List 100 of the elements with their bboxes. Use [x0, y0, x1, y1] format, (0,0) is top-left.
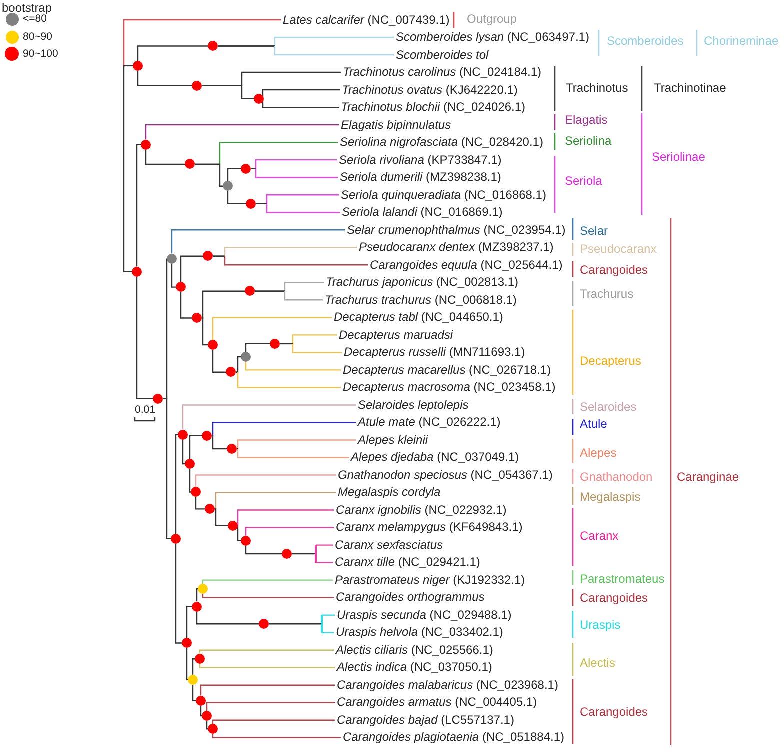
bootstrap-dot	[141, 140, 151, 150]
bootstrap-dot	[227, 444, 237, 454]
taxon-label: Trachinotus carolinus (NC_024184.1)	[343, 65, 542, 80]
bootstrap-dot	[202, 711, 212, 722]
tree-branch	[212, 350, 226, 373]
tree-branch	[212, 734, 341, 738]
tree-branch	[245, 546, 282, 555]
tree-branch	[196, 612, 259, 625]
taxon-label: Seriola dumerili (MZ398238.1)	[340, 170, 502, 186]
clade-label: Atule	[580, 416, 608, 432]
bootstrap-dot	[196, 696, 206, 706]
tree-branch	[186, 606, 192, 638]
bootstrap-dot	[132, 266, 142, 277]
tree-branch	[189, 469, 192, 493]
taxon-label: Trachurus japonicus (NC_002813.1)	[326, 275, 519, 290]
taxon-label: Selar crumenophthalmus (NC_023954.1)	[347, 222, 566, 238]
clade-label: Trachinotinae	[654, 80, 726, 96]
tree-branch	[200, 684, 335, 696]
tree-branch	[212, 720, 335, 724]
bootstrap-dot	[241, 352, 251, 362]
taxon-label: Trachinotus blochii (NC_024026.1)	[341, 100, 526, 116]
tree-branch	[245, 362, 341, 371]
tree-branch	[202, 318, 208, 346]
tree-branch	[202, 290, 245, 319]
tree-branch	[123, 65, 133, 272]
taxon-label: Megalaspis cordyla	[338, 485, 441, 500]
taxon-label: Carangoides equula (NC_025644.1)	[370, 258, 563, 273]
taxon-label: Caranx tille (NC_029421.1)	[335, 555, 480, 570]
tree-branch	[192, 658, 195, 675]
clade-label: Gnathanodon	[580, 470, 653, 484]
tree-branch	[137, 46, 208, 61]
tree-branch	[189, 435, 202, 460]
bootstrap-dot	[241, 536, 251, 546]
taxon-label: Seriola rivoliana (KP733847.1)	[339, 152, 502, 168]
tree-branch	[262, 89, 340, 98]
tree-branch	[227, 191, 246, 204]
clade-label: Alepes	[580, 446, 617, 460]
bootstrap-dot	[270, 338, 280, 349]
tree-branch	[145, 150, 185, 166]
taxon-label: Decapterus macarellus (NC_026718.1)	[343, 362, 552, 378]
tree-branch	[262, 100, 339, 108]
taxon-label: Seriola lalandi (NC_016869.1)	[342, 205, 503, 220]
bootstrap-dot	[205, 504, 215, 514]
tree-branch	[206, 721, 208, 730]
tree-branch	[237, 510, 334, 526]
taxon-label: Atule mate (NC_026222.1)	[358, 415, 501, 430]
tree-branch	[237, 526, 241, 542]
taxon-label: Decapterus macrosoma (NC_023458.1)	[343, 380, 556, 396]
clade-label: Caranginae	[677, 470, 740, 484]
bootstrap-dot	[176, 282, 186, 292]
bootstrap-dot	[208, 724, 218, 734]
taxon-label: Scomberoides lysan (NC_063497.1)	[396, 30, 590, 45]
tree-branch	[255, 290, 323, 301]
clade-label: Selar	[580, 224, 608, 238]
clade-label: Seriolina	[565, 134, 612, 148]
taxon-label: Parastromateus niger (KJ192332.1)	[335, 572, 526, 588]
tree-branch	[269, 624, 321, 625]
bootstrap-dot	[192, 602, 202, 612]
tree-branch	[182, 440, 185, 465]
tree-branch	[212, 422, 356, 436]
tree-branch	[186, 648, 188, 680]
taxon-label: Elagatis bipinnulatus	[341, 118, 452, 133]
clade-label: Decapterus	[580, 354, 642, 368]
bootstrap-dot	[228, 520, 238, 531]
tree-branch	[245, 343, 270, 352]
clade-label: Trachurus	[580, 286, 634, 302]
tree-branch	[195, 497, 205, 510]
tree-branch	[180, 292, 192, 319]
tree-branch	[322, 614, 335, 616]
tree-branch	[256, 203, 340, 214]
tree-branch	[137, 70, 192, 86]
taxon-label: Scomberoides tol	[396, 48, 489, 63]
bootstrap-dot	[188, 674, 198, 685]
tree-branch	[316, 562, 333, 564]
tree-branch	[316, 544, 333, 546]
bootstrap-dot	[208, 41, 218, 52]
bootstrap-dot	[192, 80, 202, 91]
bootstrap-dot	[167, 254, 177, 264]
tree-branch	[213, 256, 368, 266]
taxon-label: Decapterus tabl (NC_044650.1)	[334, 310, 504, 326]
clade-label: Carangoides	[580, 262, 648, 278]
tree-branch	[200, 706, 202, 717]
scale-label: 0.01	[135, 404, 156, 418]
taxon-label: Selaroides leptolepis	[358, 398, 469, 413]
bootstrap-dot	[241, 164, 251, 174]
taxon-label: Trachinotus ovatus (KJ642220.1)	[342, 82, 518, 98]
taxon-label: Caranx ignobilis (NC_022932.1)	[336, 502, 507, 518]
tree-branch	[136, 276, 153, 400]
taxon-label: Caranx sexfasciatus	[335, 538, 444, 553]
bootstrap-dot	[185, 459, 195, 470]
clade-label: Seriolinae	[652, 150, 706, 164]
tree-branch	[182, 404, 356, 430]
clade-label: Carangoides	[580, 704, 648, 720]
taxon-label: Carangoides malabaricus (NC_023968.1)	[337, 678, 558, 693]
taxon-label: Seriola quinqueradiata (NC_016868.1)	[341, 188, 546, 203]
bootstrap-dot	[282, 549, 292, 560]
taxon-label: Pseudocaranx dentex (MZ398237.1)	[359, 240, 554, 256]
tree-branch	[192, 684, 196, 702]
legend-label: 80~90	[23, 30, 52, 44]
bootstrap-dot	[226, 367, 236, 378]
